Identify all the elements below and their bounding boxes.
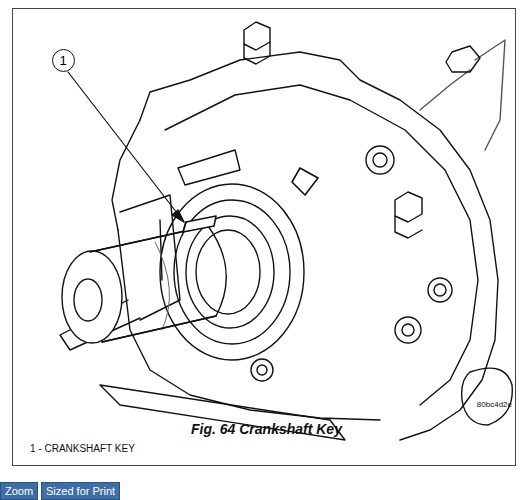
front-seal-stroke [174,200,290,344]
leader-line [68,72,184,222]
timing-cover-stroke [120,195,180,320]
cover-bolts-stroke [257,365,267,375]
front-seal-stroke [160,184,304,360]
timing-cover-stroke [420,70,470,110]
front-seal-stroke [186,216,274,328]
leader-line-stroke [68,72,184,222]
crankshaft-key-stroke [183,222,186,232]
timing-cover-stroke [112,120,140,230]
legend-text: 1 - CRANKSHAFT KEY [30,443,135,454]
button-text: Zoom [5,485,33,497]
cover-bolts-stroke [446,46,480,72]
crankshaft-snout-stroke [208,226,226,316]
timing-cover-stroke [140,52,498,440]
zoom-button: Zoom [0,482,38,500]
crankshaft-snout-stroke [62,251,122,343]
timing-cover-stroke [292,168,318,195]
cover-bolts-stroke [428,278,452,302]
leader-line-stroke [172,210,184,222]
crankshaft-key [183,216,216,232]
front-seal [160,184,304,360]
figure-caption: Fig. 64 Crankshaft Key [191,421,342,437]
cover-bolts-stroke [395,192,422,222]
cover-bolts-stroke [395,216,422,238]
drawing-code: 80bc4d2e [477,400,512,409]
timing-cover-stroke [100,385,345,440]
crankshaft-snout [62,226,226,343]
print-button: Sized for Print [41,482,120,500]
cover-bolts-stroke [373,153,387,167]
callout-number: 1 [52,49,75,72]
cover-bolts-stroke [462,368,513,425]
timing-cover [60,40,505,440]
crankshaft-snout-stroke [90,226,216,342]
front-seal-stroke [196,230,260,314]
cover-bolts-stroke [395,317,421,343]
cover-bolts-stroke [244,42,270,64]
crankshaft-snout-stroke [155,242,170,330]
crankshaft-key-stroke [183,216,216,232]
cover-bolts-stroke [434,284,446,296]
cover-bolts-stroke [366,146,394,174]
callout-text: 1 [59,53,66,68]
cover-bolts-stroke [251,359,273,381]
cover-bolts-stroke [244,22,270,50]
timing-cover-stroke [178,150,240,185]
cover-bolts [244,22,512,425]
crankshaft-snout-stroke [74,279,102,321]
timing-cover-stroke [118,230,380,420]
button-text: Sized for Print [46,485,115,497]
cover-bolts-stroke [402,324,414,336]
